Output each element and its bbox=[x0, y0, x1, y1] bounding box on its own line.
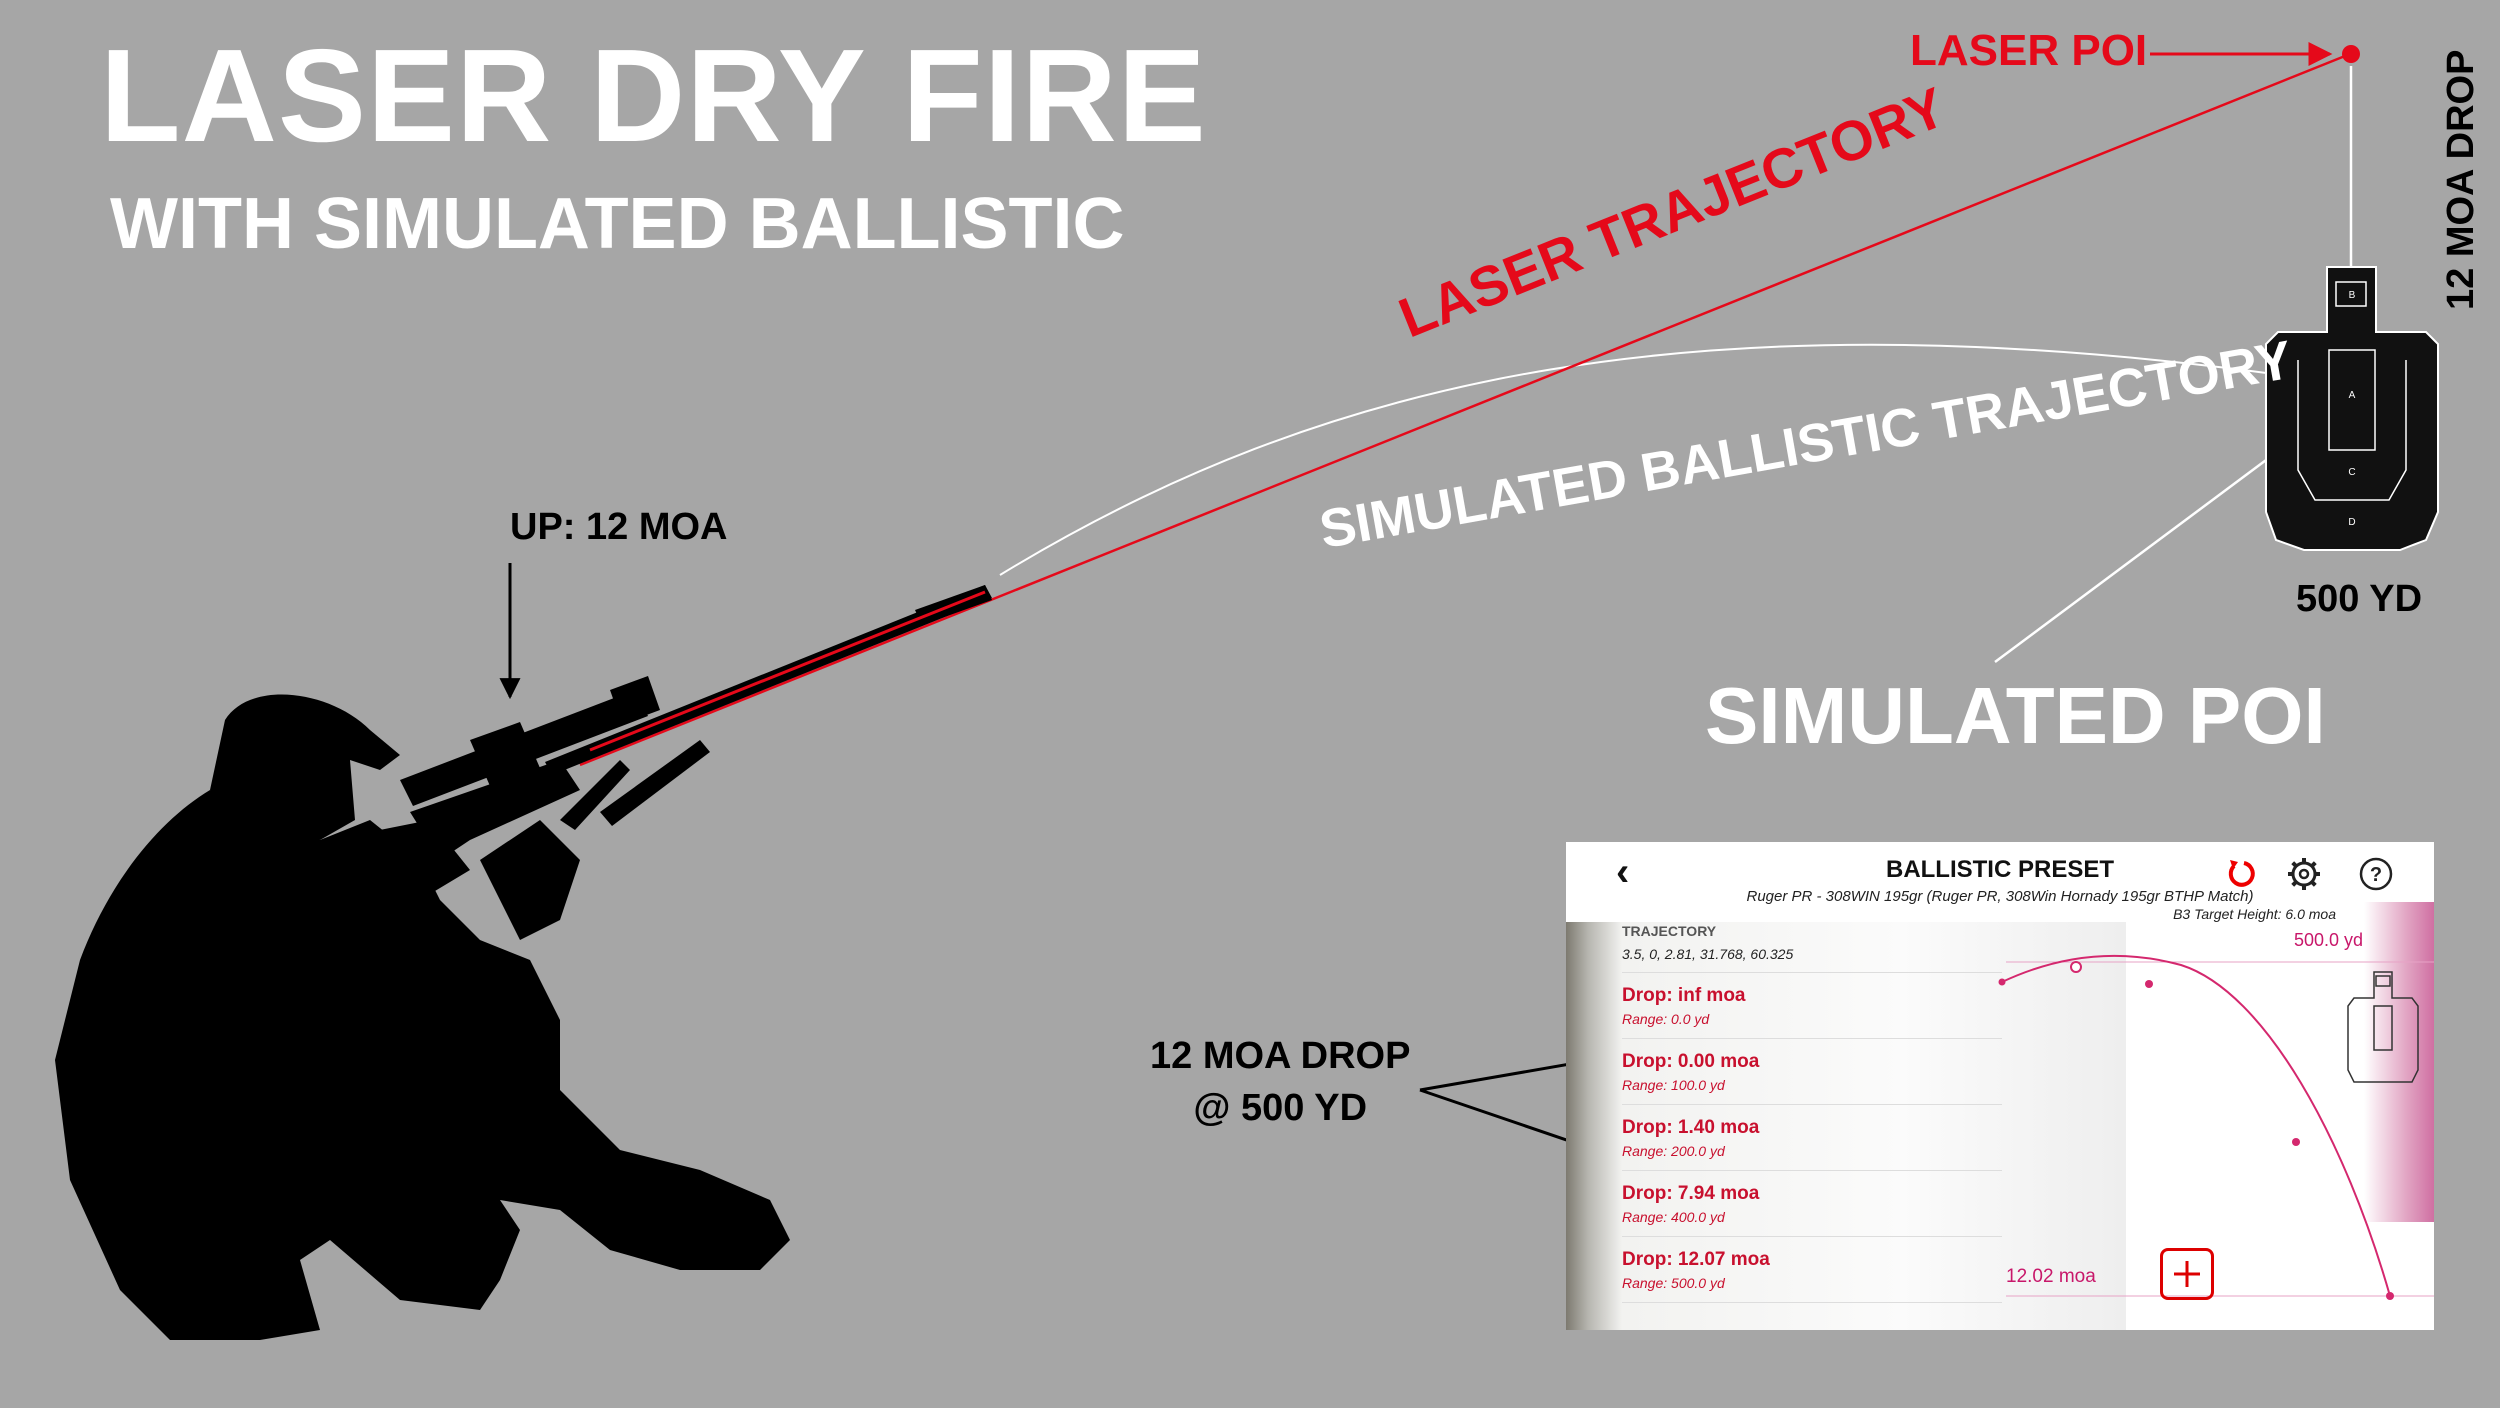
title-line-2: WITH SIMULATED BALLISTIC bbox=[110, 184, 1125, 264]
chevron-left-icon[interactable]: ‹ bbox=[1616, 850, 1630, 894]
shooter-silhouette bbox=[55, 585, 992, 1340]
gear-icon[interactable] bbox=[2284, 854, 2324, 894]
svg-text:?: ? bbox=[2370, 864, 2382, 886]
list-item[interactable]: Drop: 7.94 moa Range: 400.0 yd bbox=[1622, 1171, 2002, 1237]
simulated-poi-label: SIMULATED POI bbox=[1705, 671, 2326, 760]
laser-trajectory-line bbox=[579, 52, 2351, 767]
range-label: 500 YD bbox=[2296, 578, 2423, 620]
drop-note-line-2: @ 500 YD bbox=[1193, 1087, 1368, 1129]
page-title: LASER DRY FIRE WITH SIMULATED BALLISTIC bbox=[100, 22, 1207, 265]
plus-icon bbox=[2174, 1261, 2200, 1287]
chart-drop-label: 12.02 moa bbox=[2006, 1266, 2096, 1287]
laser-poi-dot bbox=[2342, 45, 2360, 63]
drop-note-line-1: 12 MOA DROP bbox=[1150, 1035, 1411, 1077]
trajectory-list: TRAJECTORY 3.5, 0, 2.81, 31.768, 60.325 … bbox=[1622, 926, 2002, 1303]
scope-adjust-label: UP: 12 MOA bbox=[510, 506, 728, 548]
reset-icon[interactable] bbox=[2222, 854, 2262, 894]
trajectory-values: 3.5, 0, 2.81, 31.768, 60.325 bbox=[1622, 946, 2002, 973]
drop-note-label: 12 MOA DROP @ 500 YD bbox=[1150, 1030, 1410, 1134]
list-item[interactable]: Drop: 12.07 moa Range: 500.0 yd bbox=[1622, 1237, 2002, 1303]
chart-range-label: 500.0 yd bbox=[2294, 930, 2364, 950]
list-item[interactable]: Drop: inf moa Range: 0.0 yd bbox=[1622, 973, 2002, 1039]
target-height-label: B3 Target Height: 6.0 moa bbox=[2173, 906, 2336, 922]
list-item[interactable]: Drop: 1.40 moa Range: 200.0 yd bbox=[1622, 1105, 2002, 1171]
ballistic-app-screenshot: ‹ BALLISTIC PRESET Ruger PR - 308WIN 195… bbox=[1566, 842, 2434, 1330]
target-zone-c: C bbox=[2348, 467, 2355, 478]
list-item[interactable]: Drop: 0.00 moa Range: 100.0 yd bbox=[1622, 1039, 2002, 1105]
help-icon[interactable]: ? bbox=[2356, 854, 2396, 894]
title-line-1: LASER DRY FIRE bbox=[100, 22, 1207, 169]
target-zone-d: D bbox=[2348, 517, 2355, 528]
app-subtitle: Ruger PR - 308WIN 195gr (Ruger PR, 308Wi… bbox=[1746, 888, 2254, 905]
laser-poi-label: LASER POI bbox=[1910, 26, 2148, 75]
trajectory-header: TRAJECTORY bbox=[1622, 926, 1717, 939]
target-zone-a: A bbox=[2349, 390, 2356, 401]
steel-target: A B C D bbox=[2265, 266, 2439, 551]
moa-drop-vertical-label: 12 MOA DROP bbox=[2440, 49, 2482, 310]
simulated-trajectory-line bbox=[999, 343, 2352, 576]
trajectory-plot bbox=[1998, 954, 2434, 1300]
target-zone-b: B bbox=[2349, 290, 2356, 301]
add-button[interactable] bbox=[2160, 1248, 2214, 1300]
app-title: BALLISTIC PRESET bbox=[1885, 856, 2114, 883]
mini-target-icon bbox=[2347, 971, 2419, 1083]
